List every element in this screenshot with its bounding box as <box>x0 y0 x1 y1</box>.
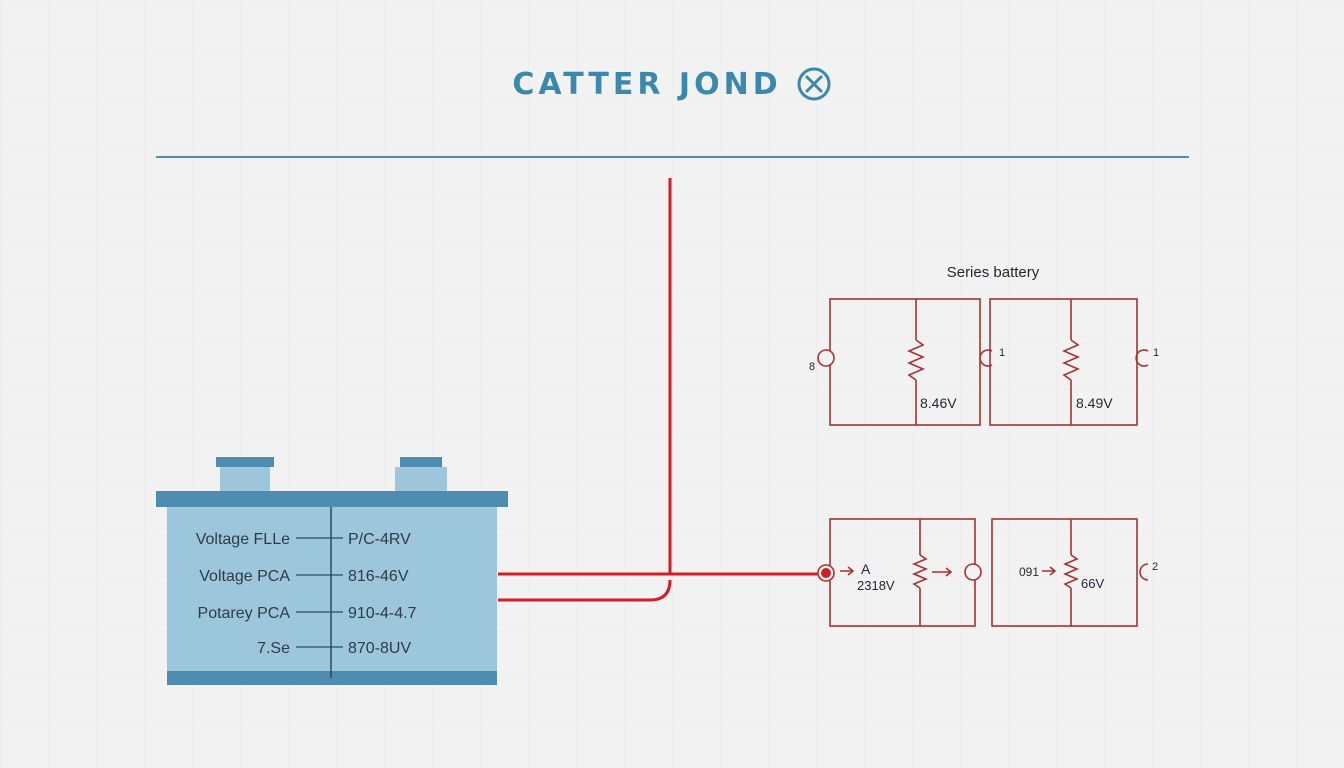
battery-row-label: 7.Se <box>257 640 290 657</box>
terminal-node <box>964 563 982 581</box>
battery-terminal-left-base <box>220 467 270 491</box>
battery-wire-bottom <box>498 579 672 602</box>
terminal-cap-icon <box>979 349 993 367</box>
series-cell-value: 8.46V <box>920 395 957 411</box>
battery-row-label: Voltage PCA <box>199 568 290 585</box>
circle-x-icon <box>797 67 831 101</box>
series-battery-title: Series battery <box>947 264 1040 281</box>
lower-cell-input: 091 <box>1019 565 1039 579</box>
terminal-cap-icon <box>1135 349 1149 367</box>
lower-cell-frame <box>991 518 1138 627</box>
arrow-right-icon <box>932 567 953 577</box>
battery-row-label: Voltage FLLe <box>196 531 290 548</box>
series-cell-frame <box>989 298 1138 426</box>
arrow-right-icon <box>840 566 855 576</box>
battery-base <box>167 671 497 685</box>
lower-cell-value: 2318V <box>857 578 895 593</box>
battery-row-value: P/C-4RV <box>348 531 411 548</box>
terminal-label: 2 <box>1152 561 1158 573</box>
battery-lid <box>156 491 508 507</box>
header-divider <box>156 156 1189 158</box>
wire-junction <box>821 568 831 578</box>
series-cell-frame <box>829 298 981 426</box>
lower-cell-value: 66V <box>1081 576 1104 591</box>
terminal-label: 1 <box>1153 347 1159 359</box>
resistor-icon <box>1062 554 1080 589</box>
resistor-icon <box>911 554 929 589</box>
main-wires <box>498 178 826 602</box>
terminal-node <box>817 349 835 367</box>
resistor-icon <box>906 339 926 381</box>
battery-row-value: 870-8UV <box>348 640 411 657</box>
lower-circuit: A 2318V 091 66V 2 <box>817 518 1158 627</box>
battery-row-label: Potarey PCA <box>198 605 291 622</box>
diagram-header: CATTER JOND <box>0 66 1344 102</box>
battery-terminal-left <box>216 457 274 467</box>
battery: Voltage FLLe P/C-4RV Voltage PCA 816-46V… <box>156 457 508 685</box>
battery-terminal-right <box>400 457 442 467</box>
node-label: A <box>861 561 871 577</box>
battery-row-value: 816-46V <box>348 568 409 585</box>
battery-terminal-right-base <box>395 467 447 491</box>
series-cell-value: 8.49V <box>1076 395 1113 411</box>
diagram-title: CATTER JOND <box>512 66 782 102</box>
series-battery-circuit: Series battery 8 1 8.46V 1 8.49V <box>809 264 1159 426</box>
terminal-label: 8 <box>809 361 815 373</box>
terminal-cap-icon <box>1139 563 1149 581</box>
resistor-icon <box>1061 339 1081 381</box>
battery-row-value: 910-4-4.7 <box>348 605 417 622</box>
battery-body <box>167 507 497 671</box>
arrow-right-icon <box>1042 566 1057 576</box>
terminal-label: 1 <box>999 347 1005 359</box>
